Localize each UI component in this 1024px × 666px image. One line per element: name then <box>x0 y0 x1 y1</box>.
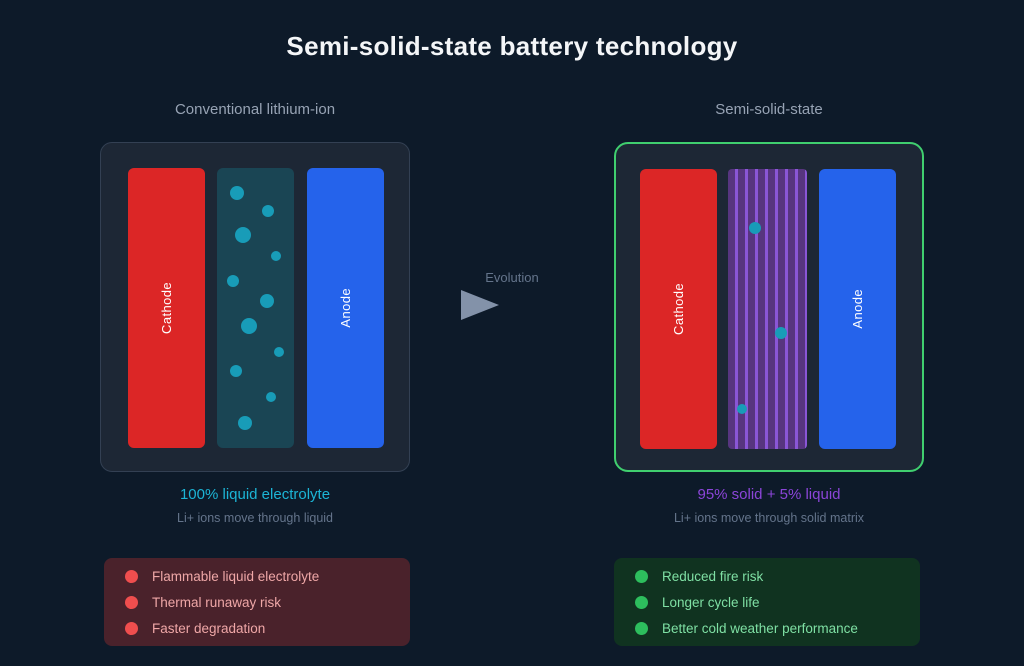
semisolid-cathode-bar: Cathode <box>640 169 717 449</box>
list-item: Better cold weather performance <box>635 618 920 638</box>
conventional-caption: 100% liquid electrolyte <box>179 486 331 503</box>
semisolid-subcaption: Li+ ions move through solid matrix <box>673 511 865 525</box>
conventional-panel-label: Conventional lithium-ion <box>174 101 336 118</box>
benefit-bullet-icon <box>635 569 648 583</box>
semisolid-caption: 95% solid + 5% liquid <box>697 486 841 503</box>
cathode-label-wrap: Cathode <box>128 168 205 448</box>
anode-label-wrap: Anode <box>819 169 896 449</box>
risk-item-label: Flammable liquid electrolyte <box>152 568 320 584</box>
cathode-label: Cathode <box>671 283 686 335</box>
benefit-item-label: Better cold weather performance <box>662 620 858 636</box>
risk-bullet-icon <box>125 595 138 609</box>
cathode-label-wrap: Cathode <box>640 169 717 449</box>
risk-bullet-icon <box>125 621 138 635</box>
conventional-battery-cell: Cathode Anode <box>100 142 410 472</box>
conventional-subcaption: Li+ ions move through liquid <box>177 511 333 525</box>
risk-bullet-icon <box>125 569 138 583</box>
page-title: Semi-solid-state battery technology <box>286 31 738 61</box>
list-item: Faster degradation <box>125 618 410 638</box>
evolution-label: Evolution <box>485 270 539 285</box>
anode-label-wrap: Anode <box>307 168 384 448</box>
semisolid-battery-cell: Cathode Anode <box>614 142 924 472</box>
semisolid-panel-label: Semi-solid-state <box>715 101 823 118</box>
benefit-bullet-icon <box>635 621 648 635</box>
benefits-box: Reduced fire risk Longer cycle life Bett… <box>614 558 920 646</box>
cathode-label: Cathode <box>158 282 174 334</box>
conventional-cathode-bar: Cathode <box>127 168 205 448</box>
semisolid-anode-bar: Anode <box>819 169 896 449</box>
conventional-anode-bar: Anode <box>306 168 384 448</box>
anode-label: Anode <box>337 288 353 328</box>
anode-label: Anode <box>850 289 865 329</box>
evolution-arrow-icon <box>461 290 499 320</box>
list-item: Flammable liquid electrolyte <box>125 566 410 586</box>
list-item: Reduced fire risk <box>635 566 920 586</box>
liquid-electrolyte-bar <box>216 168 294 448</box>
risks-box: Flammable liquid electrolyte Thermal run… <box>104 558 410 646</box>
risk-item-label: Thermal runaway risk <box>152 594 282 610</box>
solid-matrix-electrolyte-bar <box>728 169 807 449</box>
benefit-item-label: Reduced fire risk <box>662 568 764 584</box>
list-item: Thermal runaway risk <box>125 592 410 612</box>
list-item: Longer cycle life <box>635 592 920 612</box>
benefit-item-label: Longer cycle life <box>662 594 760 610</box>
benefit-bullet-icon <box>635 595 648 609</box>
risk-item-label: Faster degradation <box>152 620 266 636</box>
